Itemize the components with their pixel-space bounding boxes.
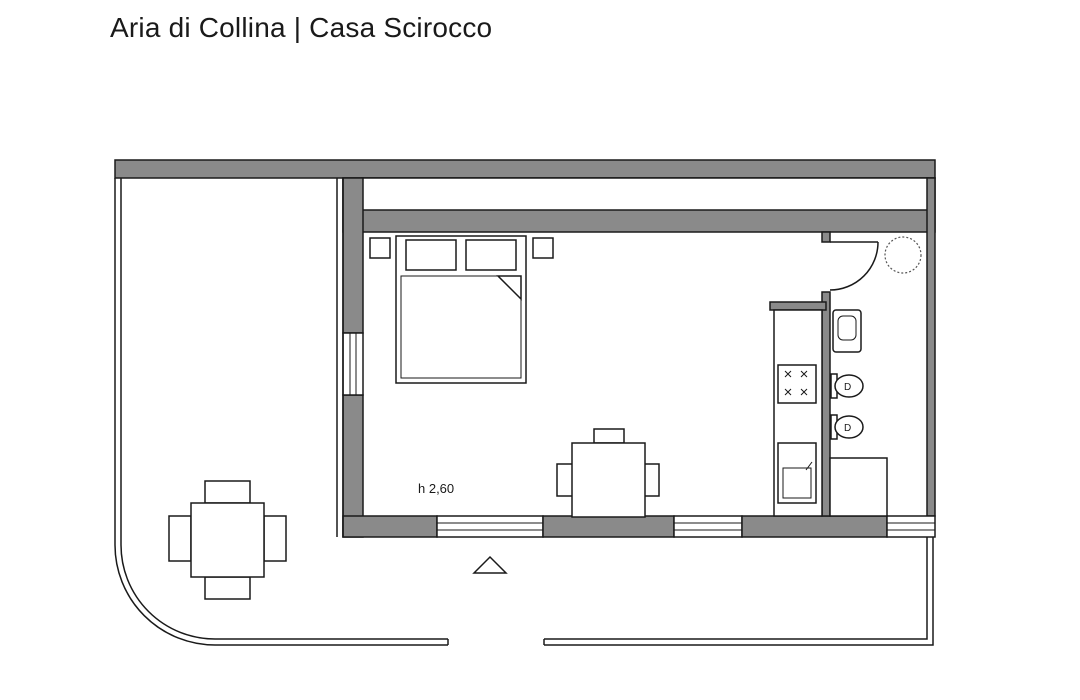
bottom-window-2: [673, 515, 743, 538]
plan-title: Aria di Collina | Casa Scirocco: [110, 12, 493, 43]
bath-wall-top: [821, 231, 831, 243]
bidet: D: [830, 414, 864, 440]
toilet: D: [830, 373, 864, 399]
washbasin: [832, 309, 862, 353]
kitchen-counter: [773, 309, 823, 517]
bottom-window-1: [436, 515, 544, 538]
kitchen-wall: [769, 301, 827, 311]
bottom-wall-3: [741, 515, 888, 538]
bathroom-door: [829, 241, 879, 291]
exterior-dining-table: [168, 480, 287, 600]
bottom-wall-2: [542, 515, 675, 538]
upper-strip: [361, 177, 929, 211]
ceiling-height-label: h 2,60: [418, 481, 454, 496]
terrace-boundary-left: [114, 178, 449, 646]
nightstand-left: [369, 237, 391, 259]
nightstand-right: [532, 237, 554, 259]
svg-text:D: D: [844, 382, 851, 393]
svg-text:D: D: [844, 423, 851, 434]
stove: [784, 370, 808, 396]
left-window: [342, 332, 364, 396]
terrace-boundary-right: [543, 537, 934, 646]
left-wall-upper: [342, 177, 364, 334]
bath-cabinet: [829, 457, 888, 517]
top-wall: [114, 159, 936, 179]
interior-dining-table: [556, 428, 660, 518]
right-wall: [926, 177, 936, 517]
shower: [884, 236, 922, 274]
entrance-arrow: [472, 555, 508, 574]
bottom-window-3: [886, 515, 936, 538]
bath-wall-vertical: [821, 291, 831, 517]
kitchen-sink: [777, 442, 817, 504]
bed: [395, 235, 527, 384]
bottom-wall-1: [342, 515, 438, 538]
